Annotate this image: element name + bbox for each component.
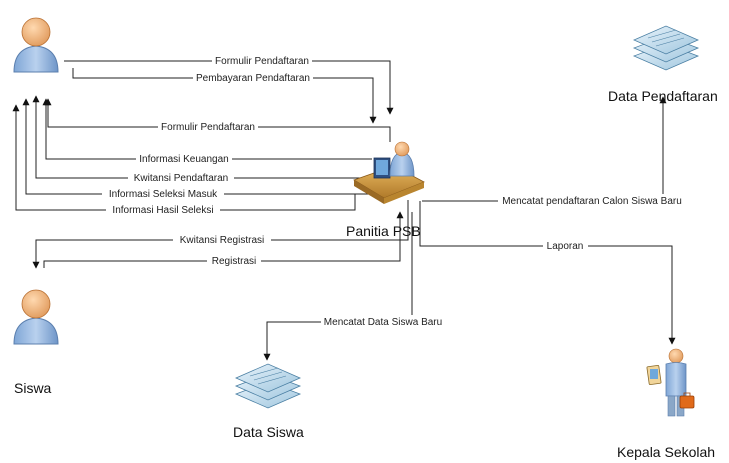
edge-label: Informasi Seleksi Masuk bbox=[109, 189, 218, 200]
edge-label: Formulir Pendaftaran bbox=[161, 122, 255, 133]
edge-label: Laporan bbox=[547, 241, 584, 252]
data-pendaftaran-doc-icon bbox=[632, 25, 700, 71]
panitia-label: Panitia PSB bbox=[346, 223, 421, 239]
edge-info-hasil: Informasi Hasil Seleksi bbox=[12, 104, 356, 216]
edge-info-keuangan: Informasi Keuangan bbox=[42, 98, 372, 165]
edge-info-seleksi: Informasi Seleksi Masuk bbox=[22, 98, 370, 200]
actor-siswa-icon bbox=[13, 289, 59, 345]
edge-label: Mencatat Data Siswa Baru bbox=[324, 317, 442, 328]
edge-mencatat-siswa: Mencatat Data Siswa Baru bbox=[263, 212, 445, 361]
data-siswa-label: Data Siswa bbox=[233, 424, 304, 440]
edge-formulir-2: Formulir Pendaftaran bbox=[44, 98, 391, 142]
panitia-desk-icon bbox=[353, 141, 425, 204]
edge-label: Pembayaran Pendaftaran bbox=[196, 73, 310, 84]
kepala-sekolah-icon bbox=[646, 348, 695, 417]
edge-label: Formulir Pendaftaran bbox=[215, 56, 309, 67]
edge-laporan: Laporan bbox=[419, 201, 676, 345]
edge-kwitansi-registrasi: Kwitansi Registrasi bbox=[32, 200, 409, 269]
kepala-sekolah-label: Kepala Sekolah bbox=[617, 444, 715, 460]
edge-label: Kwitansi Registrasi bbox=[180, 235, 264, 246]
edge-label: Mencatat pendaftaran Calon Siswa Baru bbox=[502, 196, 682, 207]
data-siswa-doc-icon bbox=[234, 363, 302, 409]
actor-top-icon bbox=[13, 17, 59, 73]
edge-formulir-1: Formulir Pendaftaran bbox=[64, 54, 394, 115]
edge-label: Kwitansi Pendaftaran bbox=[134, 173, 229, 184]
edge-label: Informasi Keuangan bbox=[139, 154, 229, 165]
edge-registrasi: Registrasi bbox=[43, 211, 404, 268]
edge-label: Informasi Hasil Seleksi bbox=[112, 205, 213, 216]
edge-label: Registrasi bbox=[212, 256, 256, 267]
edge-mencatat-pendaftaran: Mencatat pendaftaran Calon Siswa Baru bbox=[422, 96, 687, 207]
data-pendaftaran-label: Data Pendaftaran bbox=[608, 88, 718, 104]
siswa-label: Siswa bbox=[14, 380, 52, 396]
edge-kwitansi-pendaftaran: Kwitansi Pendaftaran bbox=[32, 95, 370, 184]
edge-pembayaran: Pembayaran Pendaftaran bbox=[72, 68, 377, 124]
